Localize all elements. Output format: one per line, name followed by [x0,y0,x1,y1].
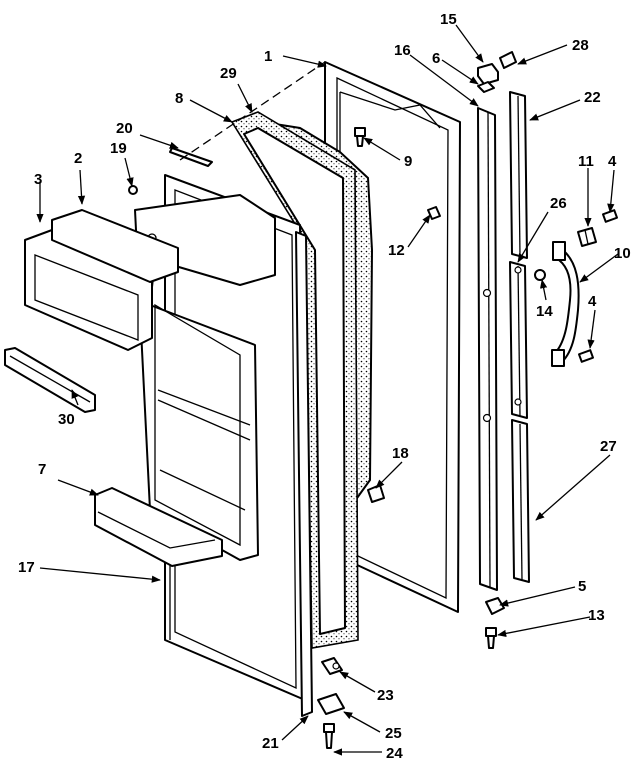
trim-strip [295,231,313,717]
callout-24: 24 [386,745,403,762]
callout-22: 22 [584,89,601,106]
handle-trim-mid [509,261,528,419]
callout-2: 2 [74,150,82,167]
callout-14: 14 [536,303,553,320]
callout-7: 7 [38,461,46,478]
screw-9 [354,127,366,147]
callout-18: 18 [392,445,409,462]
callout-4-upper: 4 [608,153,617,170]
callout-1: 1 [264,48,272,65]
callout-19: 19 [110,140,127,157]
screw-14 [534,269,546,281]
callout-27: 27 [600,438,617,455]
screw-24 [323,723,335,749]
callout-17: 17 [18,559,35,576]
cap-28 [499,51,517,69]
callout-15: 15 [440,11,457,28]
leader-lines [36,24,619,756]
bracket-11 [577,227,597,247]
callout-20: 20 [116,120,133,137]
hinge-bracket-15 [477,63,499,85]
hinge-pin-6 [477,81,495,93]
callout-25: 25 [385,725,402,742]
screw-4-lower [577,349,595,363]
callout-13: 13 [588,607,605,624]
clip-20 [169,147,213,167]
clip-12 [427,206,441,220]
callout-10: 10 [614,245,631,262]
bracket-25 [317,693,345,715]
callout-28: 28 [572,37,589,54]
callout-6: 6 [432,50,440,67]
bushing-23 [321,657,343,675]
handle-trim-upper [509,91,528,259]
callout-16: 16 [394,42,411,59]
lower-bin [94,487,223,567]
callout-3: 3 [34,171,42,188]
callout-4-lower: 4 [588,293,597,310]
callout-29: 29 [220,65,237,82]
callout-23: 23 [377,687,394,704]
door-handle [551,241,580,367]
callout-9: 9 [404,153,412,170]
callout-12: 12 [388,242,405,259]
screw-13 [485,627,497,649]
hinge-channel [477,107,498,591]
callout-8: 8 [175,90,183,107]
alignment-dashed-line [179,61,326,161]
cover-bar [51,209,179,283]
callout-30: 30 [58,411,75,428]
handle-trim-lower [511,419,530,583]
callout-labels: 1 2 3 4 4 5 6 7 8 9 10 11 12 13 14 15 16… [18,11,631,762]
shelf-rail [4,347,96,413]
clip-5 [485,597,505,615]
callout-21: 21 [262,735,279,752]
screw-19 [128,185,138,195]
callout-5: 5 [578,578,586,595]
callout-11: 11 [578,153,594,170]
callout-26: 26 [550,195,567,212]
